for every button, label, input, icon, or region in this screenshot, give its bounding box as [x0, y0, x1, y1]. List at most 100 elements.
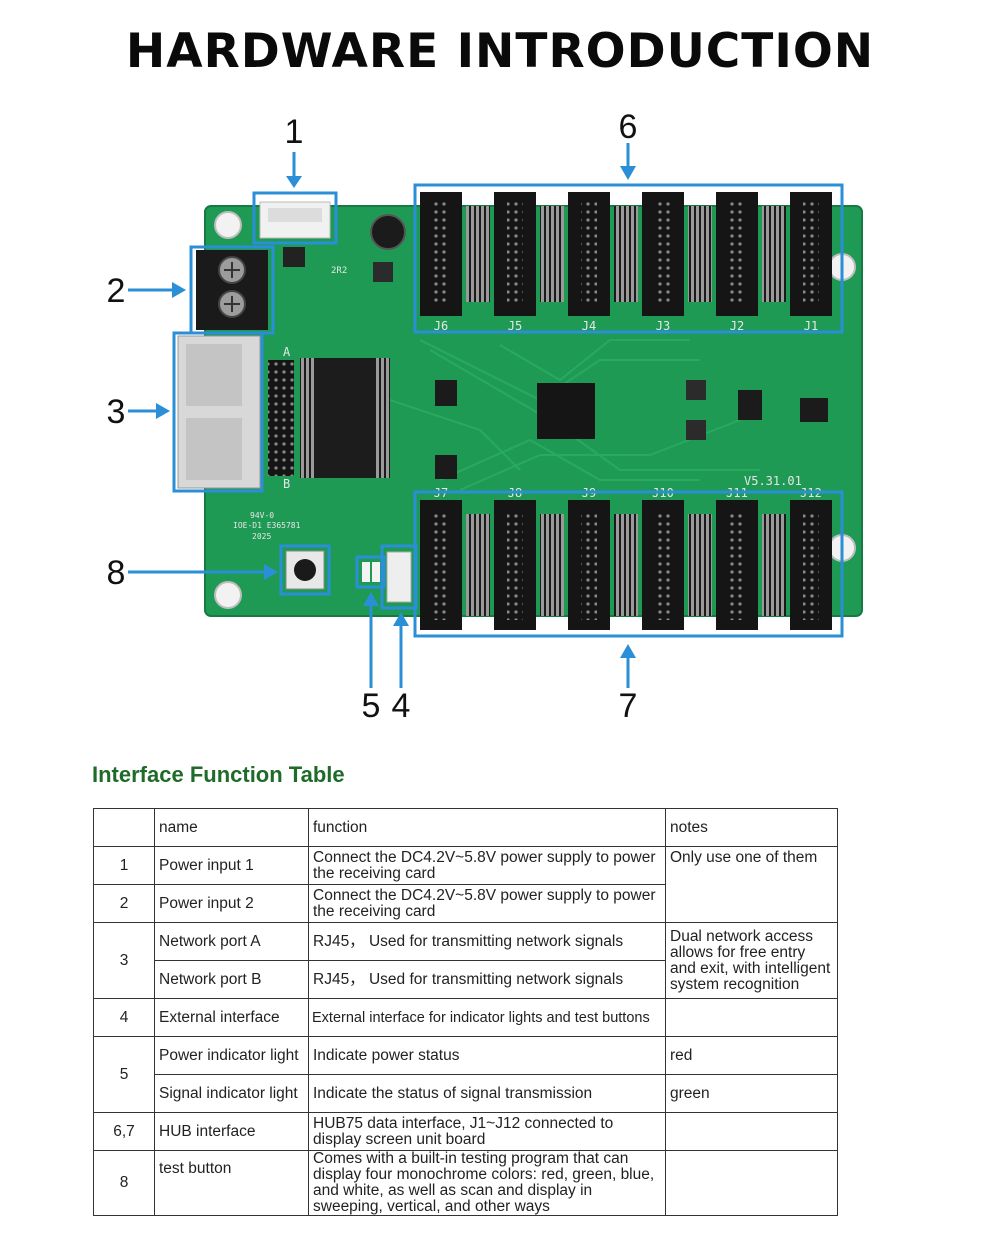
row-notes: Only use one of them: [665, 846, 838, 923]
hub-header-connector: [494, 500, 564, 630]
table-row: Network port B RJ45， Used for transmitti…: [94, 960, 838, 999]
power-terminal-2: [189, 245, 275, 335]
chip-small: [283, 247, 305, 267]
callout-number-6: 6: [619, 108, 638, 146]
inductor-2: [686, 380, 706, 400]
silk-year: 2025: [252, 532, 271, 541]
table-row: 5 Power indicator light Indicate power s…: [93, 1036, 838, 1113]
table-row: 3 Network port A RJ45， Used for transmit…: [93, 922, 838, 999]
row-name: External interface: [154, 998, 309, 1037]
silk-label-a: A: [283, 345, 291, 359]
version-label: V5.31.01: [744, 474, 802, 488]
hub-header-label: J6: [434, 319, 448, 333]
hub-headers-top-6: J6 J5 J4 J3 J2 J1: [413, 183, 844, 334]
hub-header-label: J3: [656, 319, 670, 333]
hub-header-label: J2: [730, 319, 744, 333]
header-cell-function: function: [308, 808, 666, 847]
row-number: 3: [93, 922, 155, 999]
row-name: Network port A: [154, 922, 309, 961]
row-notes: green: [665, 1074, 838, 1113]
callout-number-5: 5: [362, 687, 381, 725]
callout-number-2: 2: [107, 272, 126, 310]
table-row: 4 External interface External interface …: [93, 998, 838, 1037]
callout-number-1: 1: [285, 113, 304, 151]
indicator-leds-5: [355, 555, 386, 589]
interface-function-table: name function notes 1 Power input 1 Conn…: [93, 808, 838, 1216]
callout-number-7: 7: [619, 687, 638, 725]
row-number: 8: [93, 1150, 155, 1216]
board-diagram: 2R2 A B V5.31.01 94V-0 IOE-D1 E365781 20…: [107, 108, 863, 725]
row-name: Power input 1: [154, 846, 309, 885]
row-notes: [665, 1150, 838, 1216]
callout-number-8: 8: [107, 554, 126, 592]
row-function: Indicate power status: [308, 1036, 666, 1075]
hub-header-connector: [420, 500, 490, 630]
row-name: test button: [154, 1150, 309, 1216]
header-cell-name: name: [154, 808, 309, 847]
row-function: RJ45， Used for transmitting network sign…: [308, 922, 666, 961]
hub-header-connector: [494, 192, 564, 316]
row-notes: Dual network access allows for free entr…: [665, 922, 838, 999]
chip-right-1: [738, 390, 762, 420]
small-ic-2: [435, 455, 457, 479]
test-button-8: [279, 544, 331, 596]
row-notes: red: [665, 1036, 838, 1075]
silk-label-b: B: [283, 477, 290, 491]
inductor-3: [686, 420, 706, 440]
hub-header-connector: [790, 192, 832, 316]
table-row: Signal indicator light Indicate the stat…: [94, 1074, 838, 1113]
network-ports-3: A B: [172, 331, 294, 493]
external-interface-4: [380, 544, 418, 610]
row-function: Indicate the status of signal transmissi…: [308, 1074, 666, 1113]
table-row: 1 Power input 1 Connect the DC4.2V~5.8V …: [93, 846, 838, 923]
row-number: 1: [93, 846, 155, 885]
hub-header-label: J5: [508, 319, 522, 333]
row-number: 5: [93, 1036, 155, 1113]
hub-header-label: J4: [582, 319, 596, 333]
row-number: 2: [93, 884, 155, 923]
header-cell-notes: notes: [665, 808, 838, 847]
row-function: External interface for indicator lights …: [308, 998, 666, 1037]
table-row: 2 Power input 2 Connect the DC4.2V~5.8V …: [93, 884, 838, 923]
row-name: Network port B: [154, 960, 309, 999]
row-name: Power indicator light: [154, 1036, 309, 1075]
silk-cert-2: IOE-D1 E365781: [233, 521, 301, 530]
hub-header-connector: [420, 192, 490, 316]
table-row: 6,7 HUB interface HUB75 data interface, …: [93, 1112, 838, 1151]
row-function: Connect the DC4.2V~5.8V power supply to …: [308, 846, 666, 885]
row-function: HUB75 data interface, J1~J12 connected t…: [308, 1112, 666, 1151]
capacitor: [370, 214, 406, 250]
small-ic-1: [435, 380, 457, 406]
fpga-chip: [537, 383, 595, 439]
row-notes: [665, 1112, 838, 1151]
row-name: Power input 2: [154, 884, 309, 923]
callout-arrows: [128, 143, 636, 688]
hub-header-connector: [790, 500, 832, 630]
row-function: RJ45， Used for transmitting network sign…: [308, 960, 666, 999]
inductor: [373, 262, 393, 282]
row-notes: [665, 998, 838, 1037]
row-name: HUB interface: [154, 1112, 309, 1151]
callout-number-3: 3: [107, 393, 126, 431]
hub-header-connector: [642, 192, 712, 316]
row-function: Comes with a built-in testing program th…: [308, 1150, 666, 1216]
hub-header-connector: [716, 192, 786, 316]
hub-header-connector: [568, 192, 638, 316]
hub-header-connector: [568, 500, 638, 630]
main-ic-large: [300, 358, 390, 478]
callout-number-4: 4: [392, 687, 411, 725]
table-heading: Interface Function Table: [92, 762, 345, 787]
silk-cert-1: 94V-0: [250, 511, 274, 520]
chip-label-1: 2R2: [331, 266, 347, 276]
hub-header-label: J1: [804, 319, 818, 333]
table-header-row: name function notes: [93, 808, 838, 847]
row-number: 4: [93, 998, 155, 1037]
row-function: Connect the DC4.2V~5.8V power supply to …: [308, 884, 666, 923]
row-number: 6,7: [93, 1112, 155, 1151]
page-title: HARDWARE INTRODUCTION: [125, 24, 875, 79]
table-row: 8 test button Comes with a built-in test…: [93, 1150, 838, 1216]
header-cell-index: [93, 808, 155, 847]
pcb-board: [204, 205, 863, 617]
chip-right-2: [800, 398, 828, 422]
